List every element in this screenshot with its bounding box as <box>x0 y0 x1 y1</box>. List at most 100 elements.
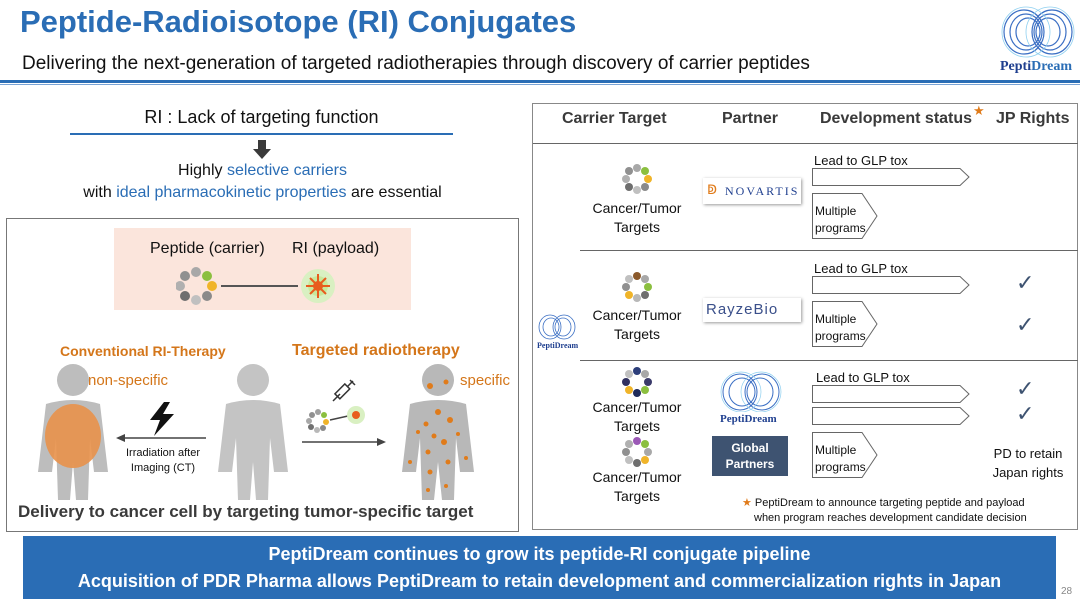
banner-line-1: PeptiDream continues to grow its peptide… <box>268 544 811 564</box>
carriers-line-2c: are essential <box>346 184 442 201</box>
row1-lead-bar <box>812 168 970 186</box>
carriers-line-1a: Highly <box>178 162 227 179</box>
side-logo-text-a: Pepti <box>537 341 555 350</box>
carriers-line-2: with ideal pharmacokinetic properties ar… <box>40 184 485 202</box>
banner-line-2: Acquisition of PDR Pharma allows PeptiDr… <box>77 571 1002 591</box>
row3-multiple-2: programs <box>815 460 866 474</box>
row3-check-2-icon: ✓ <box>1016 401 1035 426</box>
row3-multiple-bar <box>812 432 878 478</box>
row1-multiple-bar <box>812 193 878 239</box>
header-jp-rights: JP Rights <box>996 110 1070 127</box>
novartis-logo: ↁ NOVARTIS <box>703 178 801 204</box>
therapy-comparison-panel <box>6 218 519 532</box>
row3b-carrier-line1: Cancer/Tumor <box>592 469 682 485</box>
syringe-icon <box>332 379 356 402</box>
page-number: 28 <box>1061 586 1073 597</box>
body-targeted-icon <box>402 364 474 500</box>
header-divider <box>0 80 1080 83</box>
specific-label: specific <box>460 372 511 389</box>
carriers-line-1b: selective carriers <box>226 162 347 179</box>
irradiation-caption-2: Imaging (CT) <box>130 462 196 474</box>
row1-lead-label: Lead to GLP tox <box>814 153 908 168</box>
table-header-divider <box>533 143 1078 144</box>
ri-lack-text: RI : Lack of targeting function <box>144 107 379 127</box>
carriers-line-1: Highly selective carriers <box>60 162 465 180</box>
delivery-caption: Delivery to cancer cell by targeting tum… <box>18 502 474 521</box>
row3-lead-bar-1 <box>812 385 970 403</box>
row3-peptide-icon-a <box>622 367 652 397</box>
header-divider-thin <box>0 84 1080 85</box>
down-arrow-icon <box>253 140 271 159</box>
peptidream-partner-logo-text: PeptiDream <box>720 413 777 425</box>
rayzebio-text: RayzeBio <box>706 301 779 318</box>
rayzebio-logo: RayzeBio <box>703 298 801 322</box>
side-logo-text-b: Dream <box>554 341 579 350</box>
row2-multiple-bar <box>812 301 878 347</box>
peptidream-logo: PeptiDream <box>996 2 1080 78</box>
row1-carrier-line1: Cancer/Tumor <box>592 200 682 216</box>
row3-lead-label: Lead to GLP tox <box>816 370 910 385</box>
carriers-line-2a: with <box>83 184 117 201</box>
logo-text-b: Dream <box>1031 59 1073 74</box>
row2-check-1-icon: ✓ <box>1016 270 1035 295</box>
irradiation-caption: Irradiation after Imaging (CT) <box>118 446 208 476</box>
peptidream-logo-text: PeptiDream <box>1000 59 1072 75</box>
row1-multiple-2: programs <box>815 221 866 235</box>
conventional-therapy-label: Conventional RI-Therapy <box>60 343 226 359</box>
irradiation-caption-1: Irradiation after <box>126 447 200 459</box>
novartis-text: NOVARTIS <box>725 184 800 198</box>
targeted-radiotherapy-label: Targeted radiotherapy <box>292 342 460 359</box>
row2-lead-bar <box>812 276 970 294</box>
conjugate-small-icon <box>306 406 365 433</box>
global-partners-line2: Partners <box>725 457 775 471</box>
row2-peptide-icon <box>622 272 652 302</box>
header-star-icon: ★ <box>973 103 985 118</box>
pd-retain-line2: Japan rights <box>992 465 1064 480</box>
row2-multiple-2: programs <box>815 329 866 343</box>
row3-check-1-icon: ✓ <box>1016 376 1035 401</box>
partner-logo-text-b: Dream <box>744 413 777 425</box>
row3-multiple-text: Multiple programs <box>815 442 866 476</box>
row2-multiple-text: Multiple programs <box>815 311 866 345</box>
row2-carrier-line1: Cancer/Tumor <box>592 307 682 323</box>
peptide-ri-conjugate-icon <box>176 267 335 305</box>
side-logo-icon <box>538 314 576 340</box>
ri-lack-underline <box>70 133 453 135</box>
page-subtitle: Delivering the next-generation of target… <box>22 53 810 74</box>
header-carrier-target: Carrier Target <box>562 110 667 127</box>
novartis-flame-icon: ↁ <box>707 182 718 197</box>
row2-multiple-1: Multiple <box>815 312 857 326</box>
row3b-carrier-line2: Targets <box>614 488 660 504</box>
row1-peptide-icon <box>622 164 652 194</box>
body-conventional-icon <box>38 364 108 500</box>
row1-carrier-line2: Targets <box>614 219 660 235</box>
row3a-carrier-line1: Cancer/Tumor <box>592 399 682 415</box>
row2-carrier-line2: Targets <box>614 326 660 342</box>
ri-payload-label: RI (payload) <box>292 240 380 257</box>
pipeline-table <box>532 103 1078 530</box>
body-neutral-icon <box>218 364 288 500</box>
footnote-star-icon: ★ <box>742 497 752 509</box>
row2-lead-label: Lead to GLP tox <box>814 261 908 276</box>
global-partners-line1: Global <box>731 441 769 455</box>
peptide-carrier-label: Peptide (carrier) <box>150 240 265 257</box>
row-divider-1 <box>580 250 1078 251</box>
row3-multiple-1: Multiple <box>815 443 857 457</box>
peptidream-partner-logo: PeptiDream <box>716 370 786 430</box>
header-partner: Partner <box>722 110 779 127</box>
logo-text-a: Pepti <box>1000 59 1032 74</box>
conjugate-diagram-box <box>114 228 411 310</box>
peptidream-partner-logo-icon <box>720 371 782 413</box>
footnote-line2: when program reaches development candida… <box>754 512 1027 524</box>
carriers-line-2b: ideal pharmacokinetic properties <box>116 184 347 201</box>
irradiation-arrow <box>116 434 206 442</box>
row-divider-2 <box>580 360 1078 361</box>
page-title: Peptide-Radioisotope (RI) Conjugates <box>20 4 577 39</box>
